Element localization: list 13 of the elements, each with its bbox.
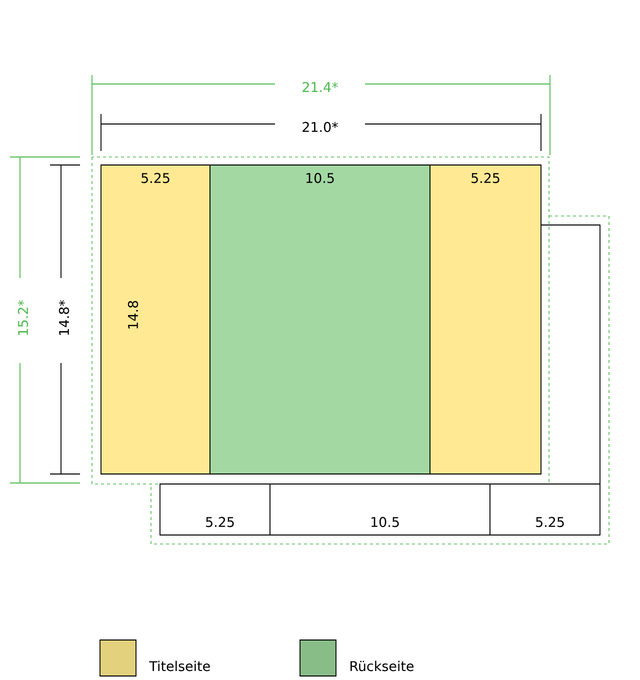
dimension-label: 5.25 (472, 172, 500, 184)
legend-label: Rückseite (350, 660, 414, 672)
dimension-label: 10.5 (306, 172, 334, 184)
dimension-label: 21.4* (302, 82, 338, 92)
dimension-label: 10.5 (372, 516, 399, 528)
dimension-label: 14.8* (58, 300, 70, 335)
dimension-label: 21.0* (302, 122, 338, 132)
dimension-label: 5.25 (142, 172, 170, 184)
dimension-label: 15.2* (18, 300, 28, 335)
legend-label: Titelseite (149, 660, 210, 672)
dimension-label: 14.8 (128, 300, 138, 328)
dimension-label: 5.25 (206, 516, 234, 528)
dimension-label: 5.25 (536, 516, 564, 528)
